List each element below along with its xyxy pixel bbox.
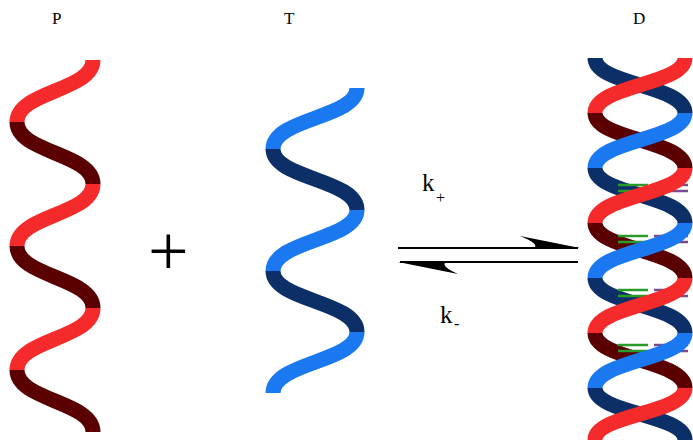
rate-subscript: - xyxy=(454,316,459,332)
strand-label: P xyxy=(52,10,61,27)
duplex-helix xyxy=(595,58,688,440)
strand-label: T xyxy=(284,10,294,27)
rate-constant: k xyxy=(440,302,453,327)
equilibrium-arrows xyxy=(398,236,580,274)
rate-subscript: + xyxy=(436,190,445,206)
plus-sign: + xyxy=(148,215,189,287)
probe-helix xyxy=(17,60,93,432)
strand-label: D xyxy=(633,10,645,27)
target-helix xyxy=(273,88,357,393)
rate-constant: k xyxy=(422,170,435,195)
